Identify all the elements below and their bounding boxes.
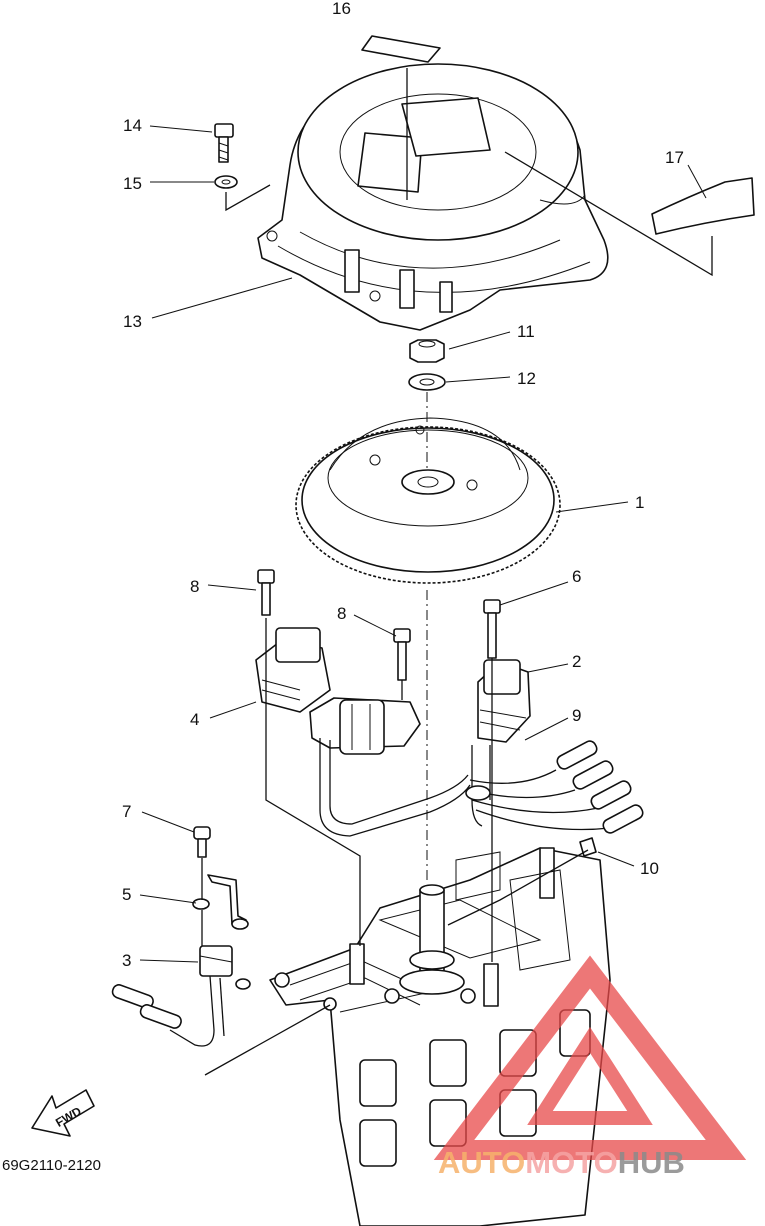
part-16-decal (361, 35, 441, 63)
fwd-arrow-icon: FWD (31, 1089, 95, 1137)
callout-4: 4 (190, 710, 199, 729)
part-12-washer (408, 373, 446, 391)
callout-8-right: 8 (337, 604, 346, 623)
diagram-code: 69G2110-2120 (2, 1157, 101, 1174)
callout-15: 15 (123, 174, 142, 193)
part-3-sensor (111, 945, 251, 1047)
part-17-strip (651, 177, 755, 235)
coil-wire-harness (319, 738, 611, 837)
callout-13: 13 (123, 312, 142, 331)
callout-9: 9 (572, 706, 581, 725)
watermark-logo (433, 955, 747, 1160)
part-13-flywheel-cover (257, 63, 609, 331)
part-15-washer (214, 175, 238, 189)
watermark-hub: HUB (618, 1145, 685, 1180)
callout-12: 12 (517, 369, 536, 388)
part-10-cap (579, 837, 597, 857)
part-4-pulser-coil (255, 627, 331, 713)
part-14-bolt (214, 123, 234, 163)
callout-10: 10 (640, 859, 659, 878)
part-11-nut (409, 339, 445, 363)
callout-11: 11 (517, 322, 535, 341)
callout-7: 7 (122, 802, 131, 821)
callout-14: 14 (123, 116, 142, 135)
leader-lines (139, 125, 707, 963)
assembly-guide-lines (201, 68, 713, 1076)
part-9-wire-leads (465, 740, 644, 834)
part-6-bolt (483, 599, 501, 659)
watermark-moto: MOTO (525, 1145, 617, 1180)
part-8-bolt-left (257, 569, 275, 616)
part-4-charge-coil (309, 697, 421, 755)
callout-6: 6 (572, 567, 581, 586)
callout-1: 1 (635, 493, 644, 512)
callout-8-left: 8 (190, 577, 199, 596)
part-7-screw (193, 826, 211, 858)
callout-labels: 16 14 15 17 13 11 12 1 8 6 8 2 4 9 7 10 … (122, 0, 684, 970)
part-2-coil (471, 659, 531, 827)
part-5-bracket (192, 874, 249, 930)
callout-16: 16 (332, 0, 351, 18)
part-8-bolt-right (393, 628, 411, 681)
callout-2: 2 (572, 652, 581, 671)
callout-5: 5 (122, 885, 131, 904)
watermark-text: AUTOMOTOHUB (438, 1145, 685, 1180)
callout-3: 3 (122, 951, 131, 970)
part-1-flywheel (295, 417, 561, 584)
callout-17: 17 (665, 148, 684, 167)
powerhead-block (269, 847, 611, 1226)
watermark-auto: AUTO (438, 1145, 525, 1180)
watermark-triangle-icon (433, 955, 747, 1160)
